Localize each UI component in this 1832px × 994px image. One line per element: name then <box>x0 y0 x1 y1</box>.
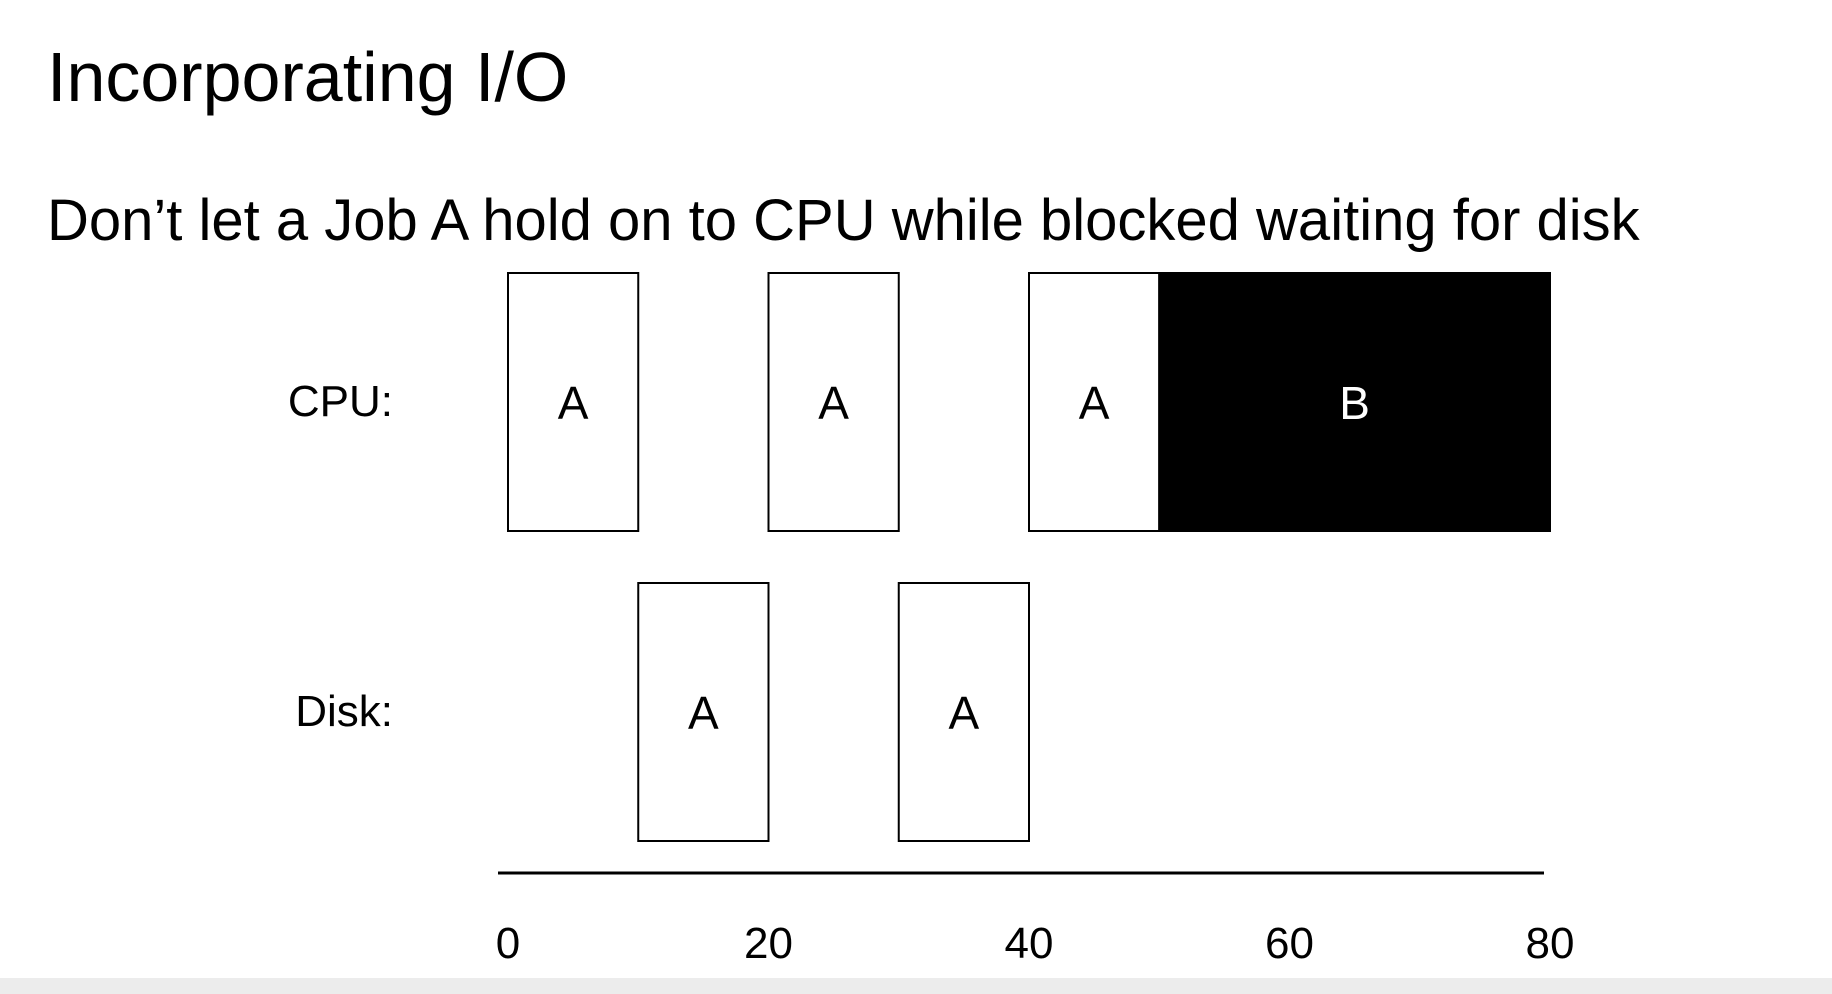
timeline-block <box>637 582 770 842</box>
block-label: B <box>1339 377 1370 429</box>
block-label: A <box>558 377 589 429</box>
slide-subtitle: Don’t let a Job A hold on to CPU while b… <box>47 188 1640 253</box>
tick-label: 0 <box>496 919 520 968</box>
tick-label: 60 <box>1265 919 1314 968</box>
block-label: A <box>1079 377 1110 429</box>
tick-label: 40 <box>1005 919 1054 968</box>
lane-label: CPU: <box>288 377 393 426</box>
block-label: A <box>949 687 980 739</box>
slide-title: Incorporating I/O <box>47 38 569 116</box>
lane-label: Disk: <box>295 687 393 736</box>
tick-label: 80 <box>1526 919 1575 968</box>
block-label: A <box>818 377 849 429</box>
footer-strip <box>0 978 1832 994</box>
tick-label: 20 <box>744 919 793 968</box>
timeline-block <box>767 272 900 532</box>
timeline-block <box>897 582 1030 842</box>
timeline-block <box>507 272 640 532</box>
timeline-block <box>1158 272 1551 532</box>
block-label: A <box>688 687 719 739</box>
